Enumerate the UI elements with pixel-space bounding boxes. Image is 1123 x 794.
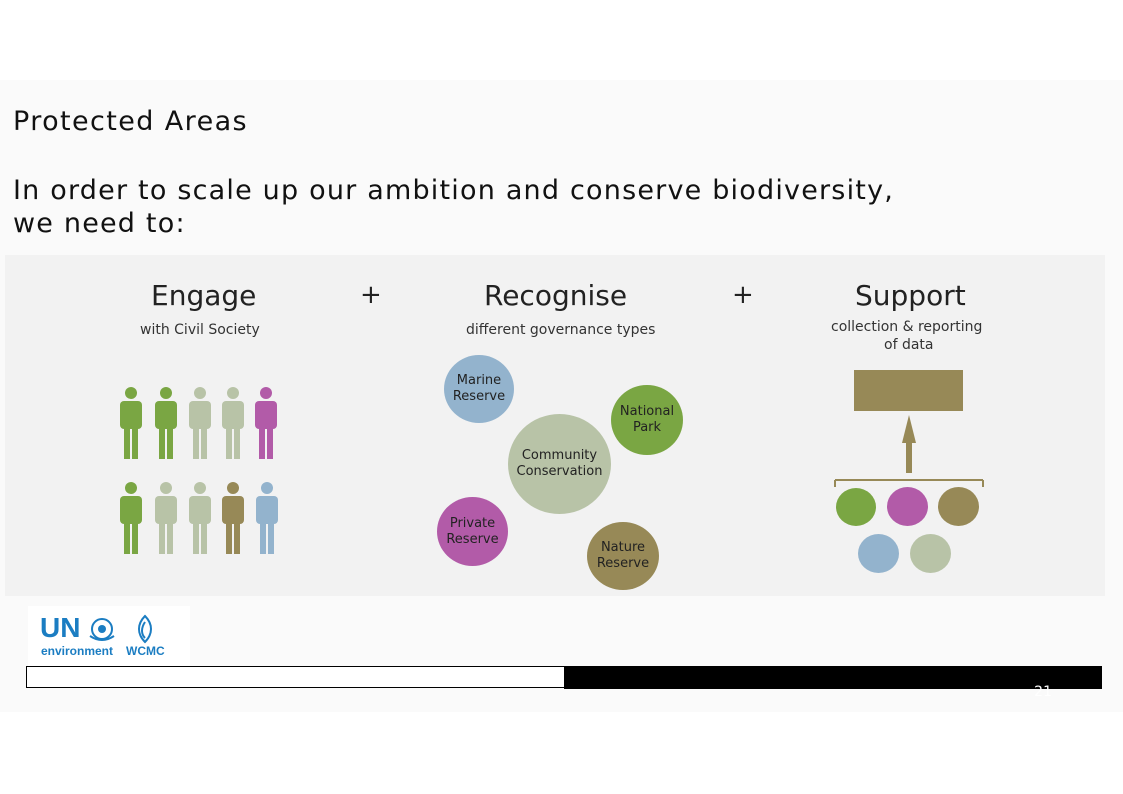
- bubble-label: Conservation: [516, 464, 603, 479]
- bubble-label: Reserve: [452, 389, 506, 404]
- data-source-circle: [938, 487, 979, 526]
- footer-bar: 21: [564, 666, 1102, 700]
- person-icon: [155, 387, 177, 459]
- bubble-label: Reserve: [446, 531, 499, 547]
- bubble-label: National: [619, 404, 675, 419]
- wcmc-emblem-icon: [138, 614, 152, 644]
- un-environment-wcmc-logo: UN environment WCMC: [28, 606, 190, 666]
- bubble-label: Reserve: [596, 556, 650, 571]
- infographic-panel: Engage with Civil Society + Recognise di…: [5, 255, 1105, 596]
- un-logo-text: UN: [40, 612, 81, 643]
- slide-title: Protected Areas: [13, 106, 248, 137]
- environment-logo-text: environment: [41, 644, 114, 658]
- bubble-label: Park: [632, 420, 662, 435]
- slide-subtitle: In order to scale up our ambition and co…: [13, 175, 895, 239]
- page-number: 21: [1034, 684, 1052, 700]
- sub-support-line2: of data: [884, 337, 934, 353]
- person-icon: [120, 387, 142, 459]
- data-repository-box: [854, 370, 963, 411]
- bubble-label: Nature: [600, 540, 646, 555]
- person-icon: [222, 387, 244, 459]
- plus-sign-2: +: [732, 280, 754, 310]
- person-icon: [120, 482, 142, 554]
- wcmc-logo-text: WCMC: [126, 644, 165, 658]
- plus-sign-1: +: [360, 280, 382, 310]
- un-emblem-icon: [89, 618, 115, 641]
- footer-rule: [26, 666, 564, 688]
- sub-support-line1: collection & reporting: [831, 319, 983, 335]
- heading-recognise: Recognise: [484, 279, 628, 312]
- data-source-circle: [858, 534, 899, 573]
- person-icon: [189, 387, 211, 459]
- person-icon: [189, 482, 211, 554]
- data-source-circle: [887, 487, 928, 526]
- person-icon: [256, 482, 278, 554]
- person-icon: [255, 387, 277, 459]
- bubble-label: Community: [521, 448, 598, 463]
- sub-recognise: different governance types: [466, 322, 656, 338]
- arrow-up-icon: [834, 415, 984, 487]
- data-source-circle: [836, 488, 876, 526]
- person-icon: [222, 482, 244, 554]
- person-icon: [155, 482, 177, 554]
- heading-engage: Engage: [151, 279, 257, 312]
- sub-engage: with Civil Society: [140, 322, 260, 338]
- bubble-label: Marine: [456, 373, 502, 388]
- bubble-label: Private: [449, 515, 496, 531]
- data-source-circle: [910, 534, 951, 573]
- heading-support: Support: [855, 279, 966, 312]
